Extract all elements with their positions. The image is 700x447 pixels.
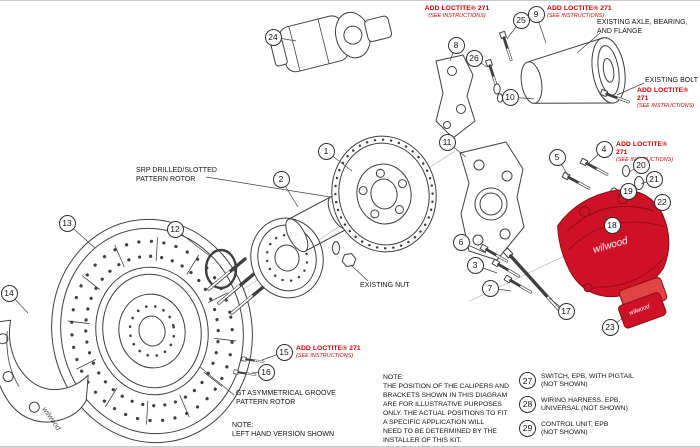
callout-11: 11 [438, 133, 456, 151]
callout-25: 25 [512, 11, 530, 29]
callout-12: 12 [166, 220, 184, 238]
axle-housing [520, 37, 626, 104]
legend-item-text: SWITCH, EPB, WITH PIGTAIL (NOT SHOWN) [541, 373, 634, 389]
loctite-note-3: ADD LOCTITE® 271(SEE INSTRUCTIONS) [637, 87, 699, 109]
rotor-slots [67, 237, 237, 425]
installer-note: NOTE: THE POSITION OF THE CALIPERS AND B… [383, 374, 510, 444]
washer [332, 241, 340, 255]
loctite-title: ADD LOCTITE® 271 [296, 345, 361, 352]
loctite-title: ADD LOCTITE® 271 [616, 141, 668, 156]
bolt-5 [560, 170, 592, 192]
loctite-subtitle: (SEE INSTRUCTIONS) [428, 12, 486, 19]
callout-1: 1 [317, 142, 335, 160]
loctite-subtitle: (SEE INSTRUCTIONS) [547, 12, 605, 19]
legend-item-27: 27 SWITCH, EPB, WITH PIGTAIL (NOT SHOWN) [519, 372, 634, 390]
label-existing-bolt: EXISTING BOLT [645, 77, 699, 84]
callout-21: 21 [645, 170, 663, 188]
legend-item-29: 29 CONTROL UNIT, EPB (NOT SHOWN) [519, 419, 634, 438]
loctite-subtitle: (SEE INSTRUCTIONS) [637, 102, 695, 109]
loctite-note-1: ADD LOCTITE® 271(SEE INSTRUCTIONS) [416, 5, 498, 20]
label-gt-rotor: GT ASYMMETRICAL GROOVE PATTERN ROTOR [236, 390, 336, 406]
callout-4: 4 [595, 140, 613, 158]
callout-14: 14 [0, 284, 18, 302]
callout-23: 23 [601, 318, 619, 336]
o-ring [204, 248, 238, 290]
loctite-title: ADD LOCTITE® 271 [637, 87, 689, 102]
callout-28: 28 [519, 395, 536, 413]
loctite-note-4: ADD LOCTITE® 271(SEE INSTRUCTIONS) [616, 141, 678, 163]
existing-nut [341, 252, 357, 268]
rotor-adapter [331, 135, 437, 253]
bolt-25 [498, 29, 515, 62]
wheel-studs [207, 257, 270, 315]
callout-6: 6 [452, 233, 470, 251]
callout-2: 2 [272, 170, 290, 188]
callout-5: 5 [548, 148, 566, 166]
callout-27: 27 [519, 372, 536, 389]
callout-24: 24 [264, 28, 282, 46]
callout-10: 10 [501, 88, 519, 106]
loctite-title: ADD LOCTITE® 271 [547, 5, 612, 12]
callout-17: 17 [557, 302, 575, 320]
callout-16: 16 [257, 363, 275, 381]
caliper-left [0, 319, 89, 423]
washer [493, 83, 501, 95]
callout-26: 26 [465, 49, 483, 67]
callout-3: 3 [466, 256, 484, 274]
bolt-4 [578, 156, 610, 178]
loctite-note-5: ADD LOCTITE® 271(SEE INSTRUCTIONS) [296, 345, 378, 360]
loctite-title: ADD LOCTITE® 271 [424, 5, 490, 12]
loctite-subtitle: (SEE INSTRUCTIONS) [616, 156, 674, 163]
callout-29: 29 [519, 419, 536, 437]
callout-13: 13 [58, 214, 76, 232]
bracket-upper [435, 54, 476, 139]
label-srp-rotor: SRP DRILLED/SLOTTED PATTERN ROTOR [136, 167, 217, 183]
loctite-subtitle: (SEE INSTRUCTIONS) [296, 352, 354, 359]
label-version-note: NOTE: LEFT HAND VERSION SHOWN [232, 422, 335, 438]
epb-motor [270, 11, 393, 73]
label-existing-nut: EXISTING NUT [360, 282, 410, 289]
legend-item-text: CONTROL UNIT, EPB (NOT SHOWN) [541, 420, 609, 437]
callout-15: 15 [275, 343, 293, 361]
legend-item-28: 28 WIRING HARNESS, EPB, UNIVERSAL (NOT SH… [519, 395, 634, 414]
legend-item-text: WIRING HARNESS, EPB, UNIVERSAL (NOT SHOW… [541, 396, 628, 413]
callout-19: 19 [619, 182, 637, 200]
callout-8: 8 [447, 36, 465, 54]
loctite-note-2: ADD LOCTITE® 271(SEE INSTRUCTIONS) [547, 5, 629, 20]
callout-18: 18 [603, 216, 621, 234]
callout-7: 7 [481, 279, 499, 297]
bracket-caliper [459, 141, 525, 261]
label-existing-axle: EXISTING AXLE, BEARING, AND FLANGE [597, 19, 688, 35]
callout-20: 20 [632, 156, 650, 174]
callout-9: 9 [527, 5, 545, 23]
callout-22: 22 [653, 193, 671, 211]
